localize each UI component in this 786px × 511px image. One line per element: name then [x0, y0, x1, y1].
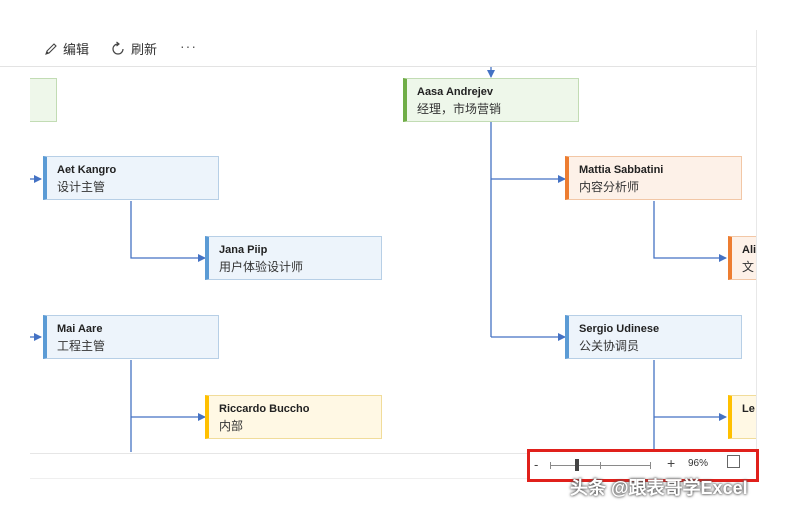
card-name: Aasa Andrejev [417, 86, 494, 98]
card-name: Mai Aare [57, 323, 103, 335]
fit-to-screen-icon[interactable] [727, 455, 740, 468]
org-card-mai-aare[interactable]: Mai Aare 工程主管 [43, 315, 219, 359]
more-options-button[interactable]: ··· [180, 38, 197, 54]
card-role: 用户体验设计师 [219, 260, 304, 274]
refresh-button[interactable]: 刷新 [110, 39, 157, 58]
org-card-mattia-sabbatini[interactable]: Mattia Sabbatini 内容分析师 [565, 156, 742, 200]
zoom-out-button[interactable]: - [534, 457, 539, 472]
card-role: 公关协调员 [579, 339, 640, 353]
edit-label: 编辑 [63, 42, 90, 57]
refresh-label: 刷新 [131, 42, 158, 57]
edit-button[interactable]: 编辑 [44, 39, 89, 58]
card-role: 工程主管 [57, 339, 106, 353]
zoom-level: 96% [688, 458, 709, 469]
connector-aet-jana [130, 201, 206, 262]
org-card-aasa-andrejev[interactable]: Aasa Andrejev 经理，市场营销 [403, 78, 579, 122]
pencil-icon [45, 42, 57, 55]
refresh-icon [112, 41, 124, 55]
canvas-bottom-border [30, 453, 756, 454]
card-role: 内部 [219, 419, 244, 433]
org-card-jana-piip[interactable]: Jana Piip 用户体验设计师 [205, 236, 382, 280]
org-chart-canvas[interactable]: Aasa Andrejev 经理，市场营销 Aet Kangro 设计主管 Ma… [30, 67, 756, 452]
org-card-sergio-udinese[interactable]: Sergio Udinese 公关协调员 [565, 315, 742, 359]
card-role: 文 [742, 260, 755, 274]
watermark: 头条 @跟表哥学Excel [570, 478, 748, 498]
org-card-partial[interactable] [30, 78, 57, 122]
divider [30, 478, 530, 479]
zoom-control: - + 96% [527, 449, 759, 482]
org-card-ali[interactable]: Ali 文 [728, 236, 756, 280]
card-role: 经理，市场营销 [417, 102, 502, 116]
card-name: Mattia Sabbatini [579, 164, 664, 176]
toolbar: 编辑 刷新 ··· [0, 30, 756, 67]
card-role: 内容分析师 [579, 180, 640, 194]
card-name: Riccardo Buccho [219, 403, 310, 415]
zoom-slider-tick [650, 462, 651, 469]
zoom-slider-thumb[interactable] [575, 459, 579, 471]
org-card-riccardo-buccho[interactable]: Riccardo Buccho 内部 [205, 395, 382, 439]
org-card-aet-kangro[interactable]: Aet Kangro 设计主管 [43, 156, 219, 200]
card-name: Le [742, 403, 755, 415]
zoom-in-button[interactable]: + [667, 455, 676, 471]
connector-lines [30, 67, 727, 452]
card-role: 设计主管 [57, 180, 106, 194]
card-name: Ali [742, 244, 756, 256]
zoom-slider-tick [550, 462, 551, 469]
canvas-right-edge [756, 30, 757, 454]
zoom-slider-tick [600, 462, 601, 469]
card-name: Sergio Udinese [579, 323, 660, 335]
card-name: Jana Piip [219, 244, 268, 256]
org-card-le[interactable]: Le [728, 395, 756, 439]
card-name: Aet Kangro [57, 164, 117, 176]
connector-mattia-trunk [653, 201, 727, 262]
